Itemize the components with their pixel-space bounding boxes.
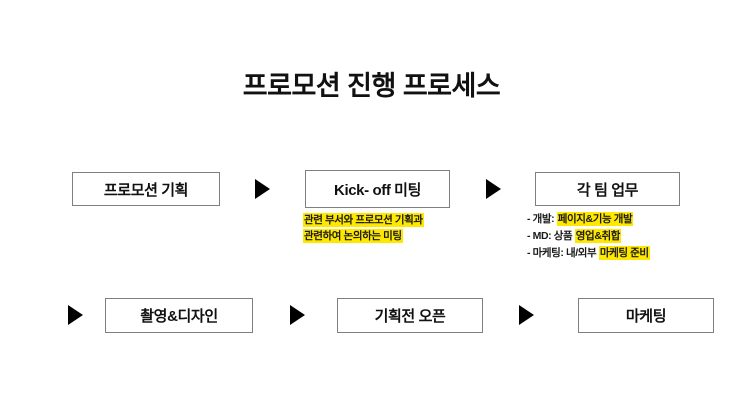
triangle-right-icon <box>68 305 83 325</box>
highlight-text: 관련 부서와 프로모션 기획과 <box>303 213 424 227</box>
process-box-promotion-open[interactable]: 기획전 오픈 <box>337 298 483 333</box>
kickoff-annotation-line-1: 관련 부서와 프로모션 기획과 <box>303 212 453 228</box>
page-title: 프로모션 진행 프로세스 <box>242 71 501 101</box>
highlight-text: 영업&취합 <box>574 229 622 243</box>
highlight-text: 관련하여 논의하는 미팅 <box>303 229 403 244</box>
team-task-line-md: - MD: 상품 영업&취합 <box>527 228 717 245</box>
triangle-right-icon <box>519 305 534 325</box>
team-task-prefix: - 마케팅: 내/외부 <box>527 247 599 259</box>
kickoff-annotation: 관련 부서와 프로모션 기획과 관련하여 논의하는 미팅 <box>303 212 453 245</box>
kickoff-annotation-line-2: 관련하여 논의하는 미팅 <box>303 228 453 244</box>
team-task-prefix: - MD: 상품 <box>527 230 575 242</box>
triangle-right-icon <box>486 179 501 199</box>
process-box-team-tasks[interactable]: 각 팀 업무 <box>535 172 680 206</box>
team-task-line-marketing: - 마케팅: 내/외부 마케팅 준비 <box>527 245 717 262</box>
triangle-right-icon <box>255 179 270 199</box>
process-box-marketing[interactable]: 마케팅 <box>578 298 714 333</box>
team-tasks-annotation: - 개발: 페이지&기능 개발 - MD: 상품 영업&취합 - 마케팅: 내/… <box>527 211 717 262</box>
process-box-shooting-design[interactable]: 촬영&디자인 <box>105 298 253 333</box>
team-task-prefix: - 개발: <box>527 213 557 225</box>
team-task-line-dev: - 개발: 페이지&기능 개발 <box>527 211 717 228</box>
triangle-right-icon <box>290 305 305 325</box>
process-box-kickoff-meeting[interactable]: Kick- off 미팅 <box>305 170 450 208</box>
process-box-promotion-plan[interactable]: 프로모션 기획 <box>72 172 220 206</box>
highlight-text: 마케팅 준비 <box>598 246 650 260</box>
highlight-text: 페이지&기능 개발 <box>556 212 634 226</box>
